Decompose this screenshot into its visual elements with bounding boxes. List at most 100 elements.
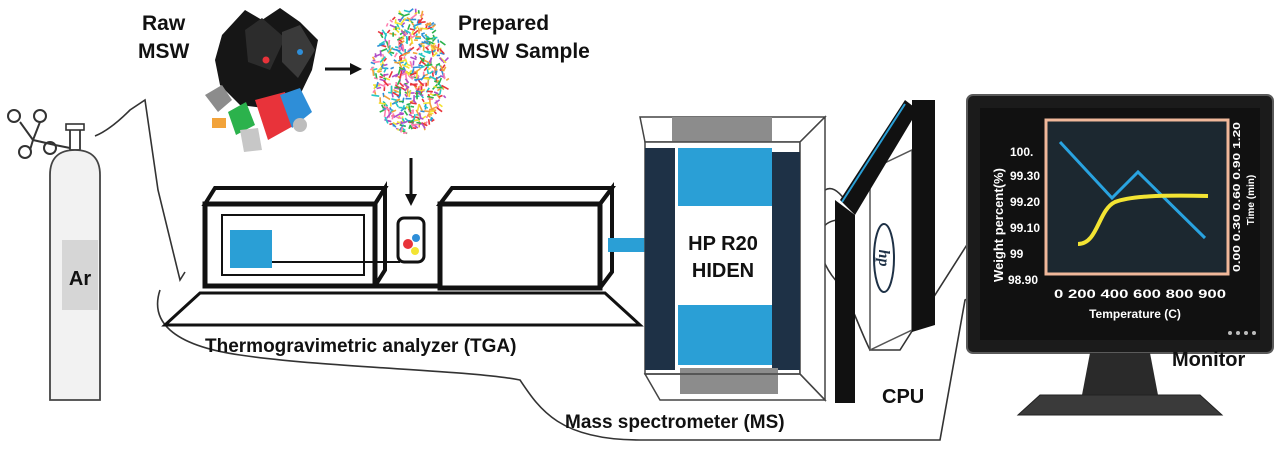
- confetti-piece: [441, 84, 449, 90]
- x-tick-labels: 0 200 400 600 800 900: [1054, 287, 1226, 301]
- thermogravimetric-analyzer: [161, 181, 660, 327]
- confetti-piece: [428, 102, 433, 110]
- tga-caption: Thermogravimetric analyzer (TGA): [205, 336, 516, 357]
- confetti-piece: [423, 66, 429, 72]
- confetti-piece: [392, 91, 400, 98]
- confetti-piece: [371, 94, 380, 97]
- confetti-piece: [421, 34, 426, 40]
- confetti-piece: [437, 77, 443, 86]
- y-tick-label: 98.90: [1008, 273, 1038, 287]
- confetti-piece: [391, 100, 399, 105]
- confetti-piece: [410, 13, 417, 20]
- regulator-gauge-icon: [33, 109, 47, 123]
- confetti-piece: [432, 52, 438, 58]
- confetti-piece: [426, 50, 432, 53]
- confetti-piece: [373, 68, 378, 71]
- confetti-piece: [416, 104, 420, 111]
- confetti-piece: [372, 69, 375, 76]
- garbage-bag: [245, 18, 285, 70]
- confetti-piece: [383, 109, 387, 118]
- confetti-piece: [420, 10, 424, 19]
- confetti-piece: [393, 113, 401, 119]
- confetti-piece: [384, 77, 391, 81]
- confetti-piece: [413, 67, 421, 74]
- y2-axis-label: Time (min): [1246, 175, 1257, 225]
- confetti-piece: [373, 60, 380, 64]
- confetti-piece: [439, 64, 446, 72]
- confetti-piece: [438, 57, 444, 63]
- confetti-piece: [423, 105, 429, 109]
- confetti-piece: [393, 88, 400, 94]
- confetti-piece: [383, 63, 388, 67]
- confetti-piece: [430, 76, 437, 81]
- confetti-piece: [432, 49, 436, 53]
- confetti-piece: [435, 62, 441, 67]
- diagram-labels: Raw MSW Prepared MSW Sample Thermogravim…: [138, 12, 1246, 433]
- confetti-piece: [407, 74, 414, 80]
- confetti-piece: [420, 44, 425, 48]
- confetti-piece: [377, 42, 386, 47]
- confetti-piece: [393, 48, 401, 52]
- confetti-piece: [389, 19, 394, 23]
- garbage-piece: [205, 85, 232, 112]
- confetti-piece: [398, 73, 402, 79]
- confetti-piece: [407, 47, 412, 52]
- confetti-piece: [427, 119, 431, 125]
- confetti-piece: [424, 34, 430, 39]
- confetti-piece: [410, 56, 417, 61]
- confetti-piece: [403, 29, 411, 34]
- confetti-piece: [412, 29, 419, 36]
- confetti-piece: [394, 101, 399, 108]
- confetti-piece: [418, 80, 425, 87]
- confetti-piece: [403, 9, 410, 13]
- confetti-piece: [419, 65, 425, 69]
- confetti-piece: [422, 77, 430, 80]
- confetti-piece: [377, 82, 386, 88]
- confetti-piece: [439, 89, 442, 95]
- confetti-piece: [408, 105, 412, 113]
- confetti-piece: [388, 70, 394, 79]
- confetti-piece: [412, 127, 417, 130]
- confetti-piece: [403, 30, 408, 36]
- confetti-piece: [400, 126, 404, 133]
- confetti-piece: [434, 99, 441, 105]
- confetti-piece: [403, 110, 409, 116]
- confetti-piece: [436, 87, 442, 92]
- confetti-piece: [392, 121, 397, 126]
- confetti-piece: [383, 77, 387, 81]
- confetti-piece: [408, 113, 413, 117]
- confetti-piece: [412, 114, 416, 122]
- confetti-piece: [418, 64, 424, 67]
- confetti-piece: [398, 12, 404, 16]
- confetti-piece: [424, 64, 433, 67]
- prepared-sample-label: MSW Sample: [458, 40, 590, 63]
- confetti-piece: [402, 13, 410, 17]
- crucible-sample-red: [403, 239, 413, 249]
- confetti-piece: [401, 104, 406, 111]
- confetti-piece: [398, 59, 406, 63]
- confetti-piece: [429, 93, 434, 96]
- cylinder-label-band: [62, 240, 98, 310]
- confetti-piece: [414, 55, 418, 59]
- cylinder-valve-handle: [65, 123, 85, 131]
- confetti-piece: [397, 93, 402, 99]
- confetti-piece: [386, 29, 391, 34]
- confetti-piece: [423, 50, 431, 55]
- confetti-piece: [431, 65, 438, 71]
- monitor: Weight percent(%) 100. 99.30 99.20 99.10…: [966, 94, 1274, 416]
- cpu-tower: hp: [835, 100, 935, 403]
- confetti-piece: [426, 69, 430, 75]
- confetti-piece: [414, 22, 422, 27]
- ms-bottom-cap-grey: [680, 368, 778, 394]
- confetti-piece: [398, 39, 403, 43]
- confetti-piece: [409, 60, 413, 69]
- confetti-piece: [438, 94, 443, 98]
- garbage-piece: [240, 128, 262, 152]
- confetti-piece: [407, 24, 411, 30]
- confetti-piece: [393, 52, 398, 58]
- cpu-label: CPU: [882, 386, 924, 408]
- confetti-piece: [419, 56, 425, 63]
- confetti-piece: [409, 72, 417, 77]
- confetti-piece: [438, 48, 445, 55]
- confetti-piece: [404, 93, 408, 98]
